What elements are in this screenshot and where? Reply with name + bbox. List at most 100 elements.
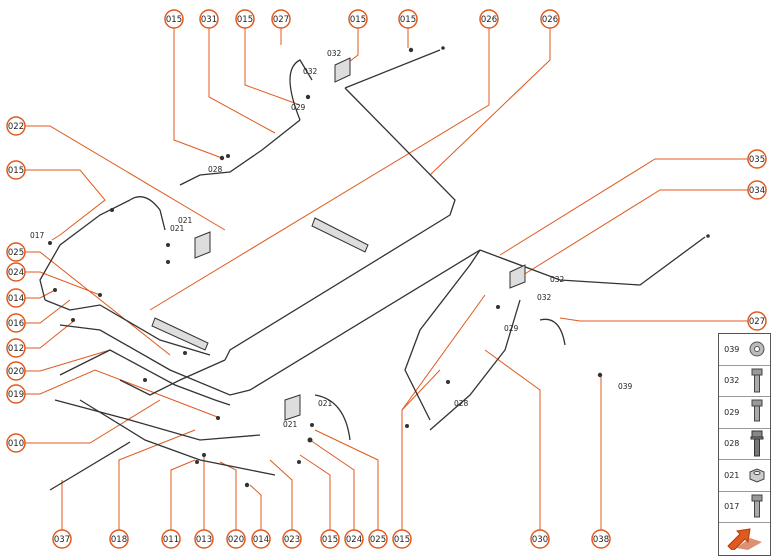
callout-label: 027 (273, 15, 289, 25)
callout-026: 026 (479, 9, 499, 29)
callout-circle (199, 9, 219, 29)
callout-circle (747, 149, 767, 169)
callout-label: 015 (400, 15, 416, 25)
callout-circle (226, 529, 246, 549)
legend-row-017: 017 (719, 492, 771, 523)
callout-023: 023 (282, 529, 302, 549)
callout-circle (271, 9, 291, 29)
callout-circle (6, 288, 26, 308)
callout-label: 035 (749, 155, 765, 165)
legend-code: 028 (724, 439, 740, 449)
callout-027: 027 (747, 311, 767, 331)
callout-label: 015 (8, 166, 24, 176)
callout-circle (344, 529, 364, 549)
callout-011: 011 (161, 529, 181, 549)
label-021: 021 (318, 399, 333, 408)
label-039: 039 (618, 382, 633, 391)
callout-circle (251, 529, 271, 549)
callout-015: 015 (398, 9, 418, 29)
callout-circle (161, 529, 181, 549)
callout-025: 025 (368, 529, 388, 549)
callout-label: 010 (8, 439, 24, 449)
callout-031: 031 (199, 9, 219, 29)
callout-015: 015 (392, 529, 412, 549)
label-032: 032 (303, 67, 318, 76)
label-028: 028 (454, 399, 469, 408)
callout-label: 014 (253, 535, 269, 545)
callout-022: 022 (6, 116, 26, 136)
legend-row-032: 032 (719, 366, 771, 397)
callout-label: 012 (8, 344, 24, 354)
callout-circle (282, 529, 302, 549)
legend-code: 029 (724, 407, 740, 417)
washer-icon (745, 340, 771, 358)
callout-024: 024 (6, 262, 26, 282)
callout-circle (6, 313, 26, 333)
callout-035: 035 (747, 149, 767, 169)
callout-circle (747, 180, 767, 200)
callout-label: 031 (201, 15, 217, 25)
legend-code: 017 (724, 502, 740, 512)
legend-row-021: 021 (719, 460, 770, 492)
callout-label: 013 (196, 535, 212, 545)
label-028: 028 (208, 165, 223, 174)
callout-027: 027 (271, 9, 291, 29)
callout-016: 016 (6, 313, 26, 333)
bolt-icon (745, 368, 771, 394)
callout-030: 030 (530, 529, 550, 549)
callout-010: 010 (6, 433, 26, 453)
legend-row-029: 029 (719, 397, 770, 429)
callout-label: 027 (749, 317, 765, 327)
callout-circle (6, 160, 26, 180)
label-021: 021 (178, 216, 193, 225)
callout-label: 011 (163, 535, 179, 545)
bolt-flange-icon (745, 430, 771, 458)
callout-circle (392, 529, 412, 549)
bolt-icon (745, 494, 771, 520)
legend-code: 021 (724, 470, 740, 480)
callout-label: 022 (8, 122, 24, 132)
callout-circle (194, 529, 214, 549)
callout-019: 019 (6, 384, 26, 404)
callout-label: 034 (749, 186, 765, 196)
callout-circle (235, 9, 255, 29)
callout-label: 020 (8, 367, 24, 377)
callout-circle (6, 242, 26, 262)
callout-020: 020 (226, 529, 246, 549)
callout-015: 015 (164, 9, 184, 29)
callout-label: 030 (532, 535, 548, 545)
callout-013: 013 (194, 529, 214, 549)
callout-012: 012 (6, 338, 26, 358)
callout-015: 015 (6, 160, 26, 180)
callout-circle (348, 9, 368, 29)
callout-034: 034 (747, 180, 767, 200)
legend-code: 039 (724, 344, 740, 354)
callout-020: 020 (6, 361, 26, 381)
callout-label: 014 (8, 294, 24, 304)
callout-label: 018 (111, 535, 127, 545)
callout-label: 038 (593, 535, 609, 545)
callout-circle (591, 529, 611, 549)
label-032: 032 (537, 293, 552, 302)
callout-label: 026 (542, 15, 558, 25)
callout-label: 026 (481, 15, 497, 25)
callout-label: 024 (346, 535, 362, 545)
label-017: 017 (30, 231, 45, 240)
callout-label: 020 (228, 535, 244, 545)
callout-label: 015 (394, 535, 410, 545)
callout-label: 016 (8, 319, 24, 329)
label-032: 032 (327, 49, 342, 58)
callout-label: 037 (54, 535, 70, 545)
legend-row-028: 028 (719, 429, 771, 460)
nut-icon (745, 466, 771, 484)
callout-label: 015 (166, 15, 182, 25)
fastener-legend: 039 032 029 028 021 017 (718, 333, 771, 556)
callout-circle (398, 9, 418, 29)
callout-label: 024 (8, 268, 24, 278)
callout-014: 014 (251, 529, 271, 549)
callout-038: 038 (591, 529, 611, 549)
callout-015: 015 (235, 9, 255, 29)
label-021: 021 (283, 420, 298, 429)
label-032: 032 (550, 275, 565, 284)
callout-circle (6, 338, 26, 358)
